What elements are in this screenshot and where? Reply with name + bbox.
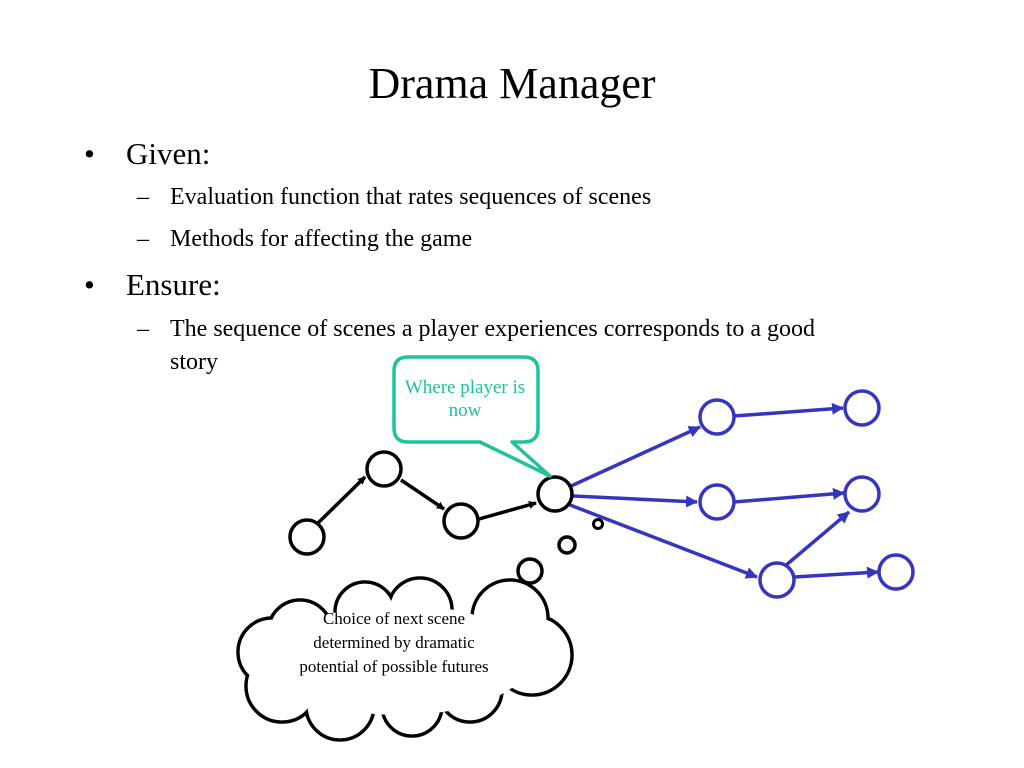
scene-node-current: [536, 475, 574, 513]
future-edge: [570, 425, 701, 488]
scene-node-future: [758, 561, 796, 599]
scene-node-future: [698, 398, 736, 436]
scene-node-past: [365, 450, 403, 488]
dash-marker: –: [137, 316, 149, 342]
past-edge: [478, 501, 537, 521]
future-edge: [569, 503, 758, 579]
thought-cloud: [236, 576, 574, 742]
sub-bullet-text: The sequence of scenes a player experien…: [170, 316, 816, 342]
callout-bubble: [392, 355, 552, 478]
sub-bullet-evaluation: –Evaluation function that rates sequence…: [137, 181, 957, 213]
past-edge: [400, 478, 445, 511]
thought-bubble-dot: [592, 518, 604, 530]
bullet-given: • Given:: [84, 136, 210, 172]
future-edge: [733, 487, 845, 504]
scene-node-past: [442, 502, 480, 540]
sub-bullet-text: Methods for affecting the game: [170, 226, 473, 252]
future-edge: [572, 494, 698, 508]
bullet-marker: •: [84, 136, 95, 171]
scene-node-future: [843, 475, 881, 513]
sub-bullet-sequence-continued: story: [170, 349, 218, 375]
future-edge: [793, 566, 879, 579]
thought-bubble-dot: [557, 535, 577, 555]
bullet-marker: •: [84, 267, 95, 302]
scene-node-past: [288, 518, 326, 556]
bullet-ensure: • Ensure:: [84, 267, 221, 303]
slide-title: Drama Manager: [368, 59, 656, 108]
thought-bubble-dot: [516, 557, 544, 585]
sub-bullet-sequence: –The sequence of scenes a player experie…: [137, 313, 957, 345]
dash-marker: –: [137, 184, 149, 210]
future-edge: [783, 510, 851, 568]
bullet-list: •Given: –Evaluation function that rates …: [84, 136, 957, 375]
dash-marker: –: [137, 226, 149, 252]
bullet-label: Ensure:: [126, 267, 221, 302]
past-edge: [315, 475, 367, 526]
sub-bullet-text: Evaluation function that rates sequences…: [170, 184, 652, 210]
callout-where-player-is-now: Where player is now: [404, 377, 526, 421]
scene-node-future: [698, 483, 736, 521]
bullet-label: Given:: [126, 136, 211, 171]
scene-node-future: [877, 553, 915, 591]
future-edge: [733, 402, 844, 418]
cloud-choice-of-next-scene: Choice of next scene determined by drama…: [299, 609, 489, 676]
scene-node-future: [843, 389, 881, 427]
sub-bullet-methods: –Methods for affecting the game: [137, 223, 957, 255]
